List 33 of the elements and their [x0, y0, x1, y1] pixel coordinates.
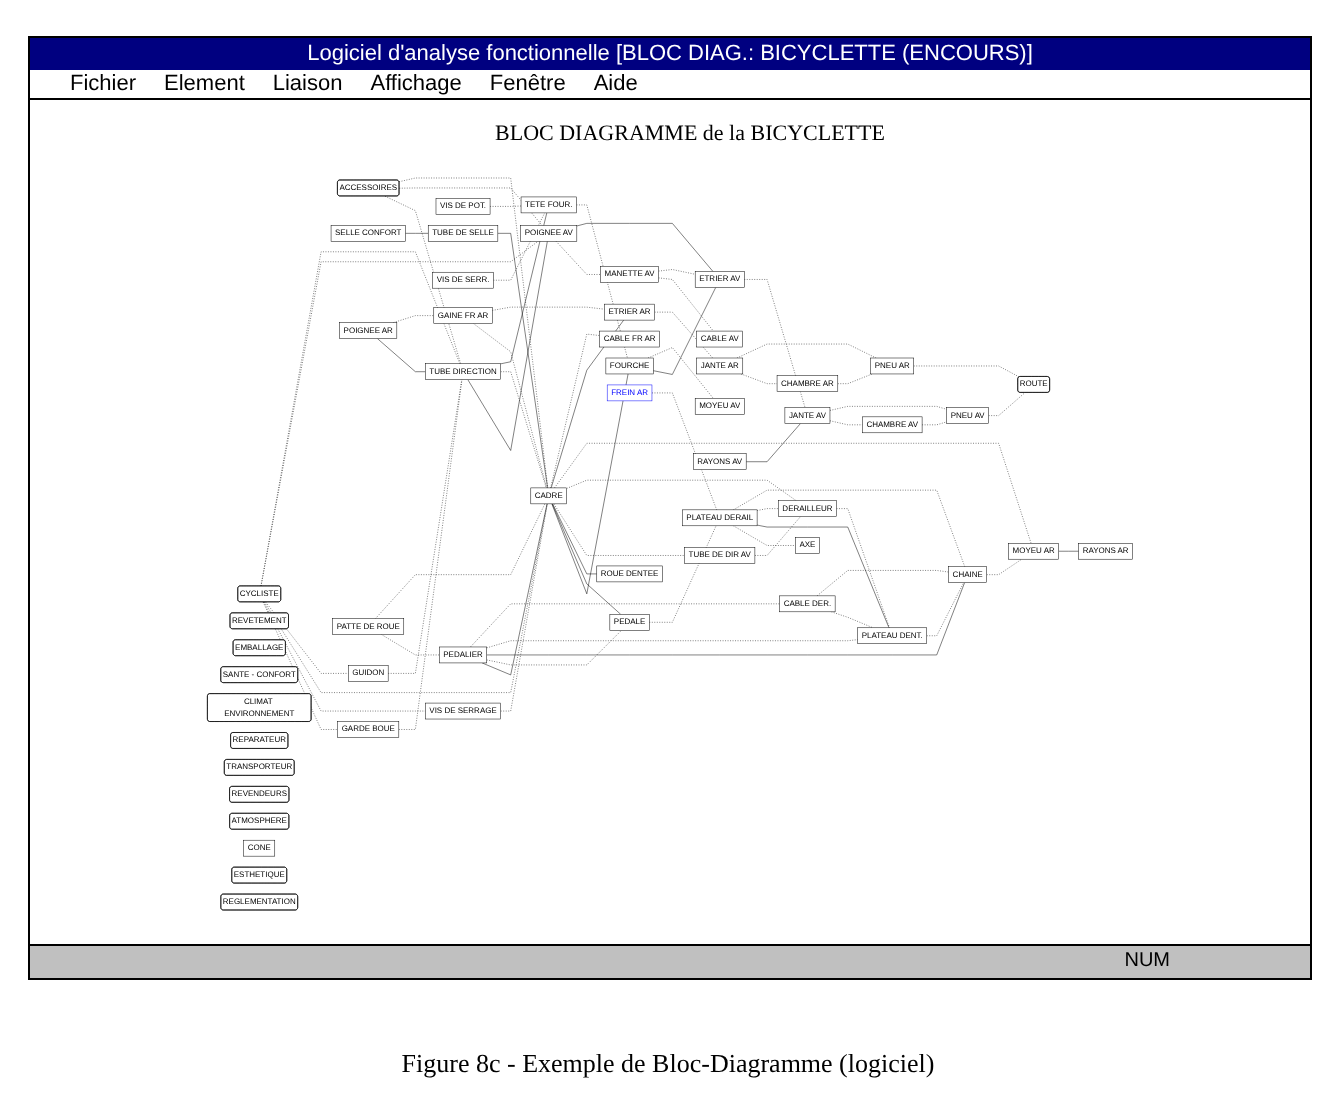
connector — [265, 601, 349, 674]
connector — [988, 392, 1026, 416]
connector — [264, 503, 548, 693]
connector — [393, 315, 434, 323]
connector — [500, 212, 548, 365]
menu-item: Liaison — [272, 72, 343, 96]
connector — [398, 177, 549, 489]
menu-item: Fichier — [70, 72, 137, 96]
connector — [576, 223, 714, 272]
menu-item: Aide — [593, 72, 638, 96]
connector — [829, 406, 947, 411]
status-text: NUM — [1124, 950, 1170, 972]
diagram-title: BLOC DIAGRAMME de la BICYCLETTE — [493, 122, 887, 146]
connector — [551, 503, 621, 615]
connector — [497, 233, 548, 489]
menu-item: Fenêtre — [489, 72, 566, 96]
connector — [552, 503, 597, 575]
connector — [553, 503, 685, 556]
connector — [551, 373, 629, 595]
connector — [653, 287, 716, 375]
figure-caption: Figure 8c - Exemple de Bloc-Diagramme (logiciel) — [399, 1048, 937, 1080]
connector — [651, 392, 717, 511]
connector — [576, 204, 628, 359]
connector — [913, 365, 1020, 378]
connector — [262, 601, 338, 730]
menu-item: Element — [164, 72, 245, 96]
connector — [486, 630, 622, 666]
menu-item: Affichage — [370, 72, 462, 96]
connector — [263, 601, 426, 712]
connector — [756, 524, 890, 628]
window-title: Logiciel d'analyse fonctionnelle [BLOC DIAG.: BICYCLETTE (ENCOURS)] — [307, 42, 1033, 66]
connector — [399, 187, 543, 226]
connector — [384, 195, 461, 364]
